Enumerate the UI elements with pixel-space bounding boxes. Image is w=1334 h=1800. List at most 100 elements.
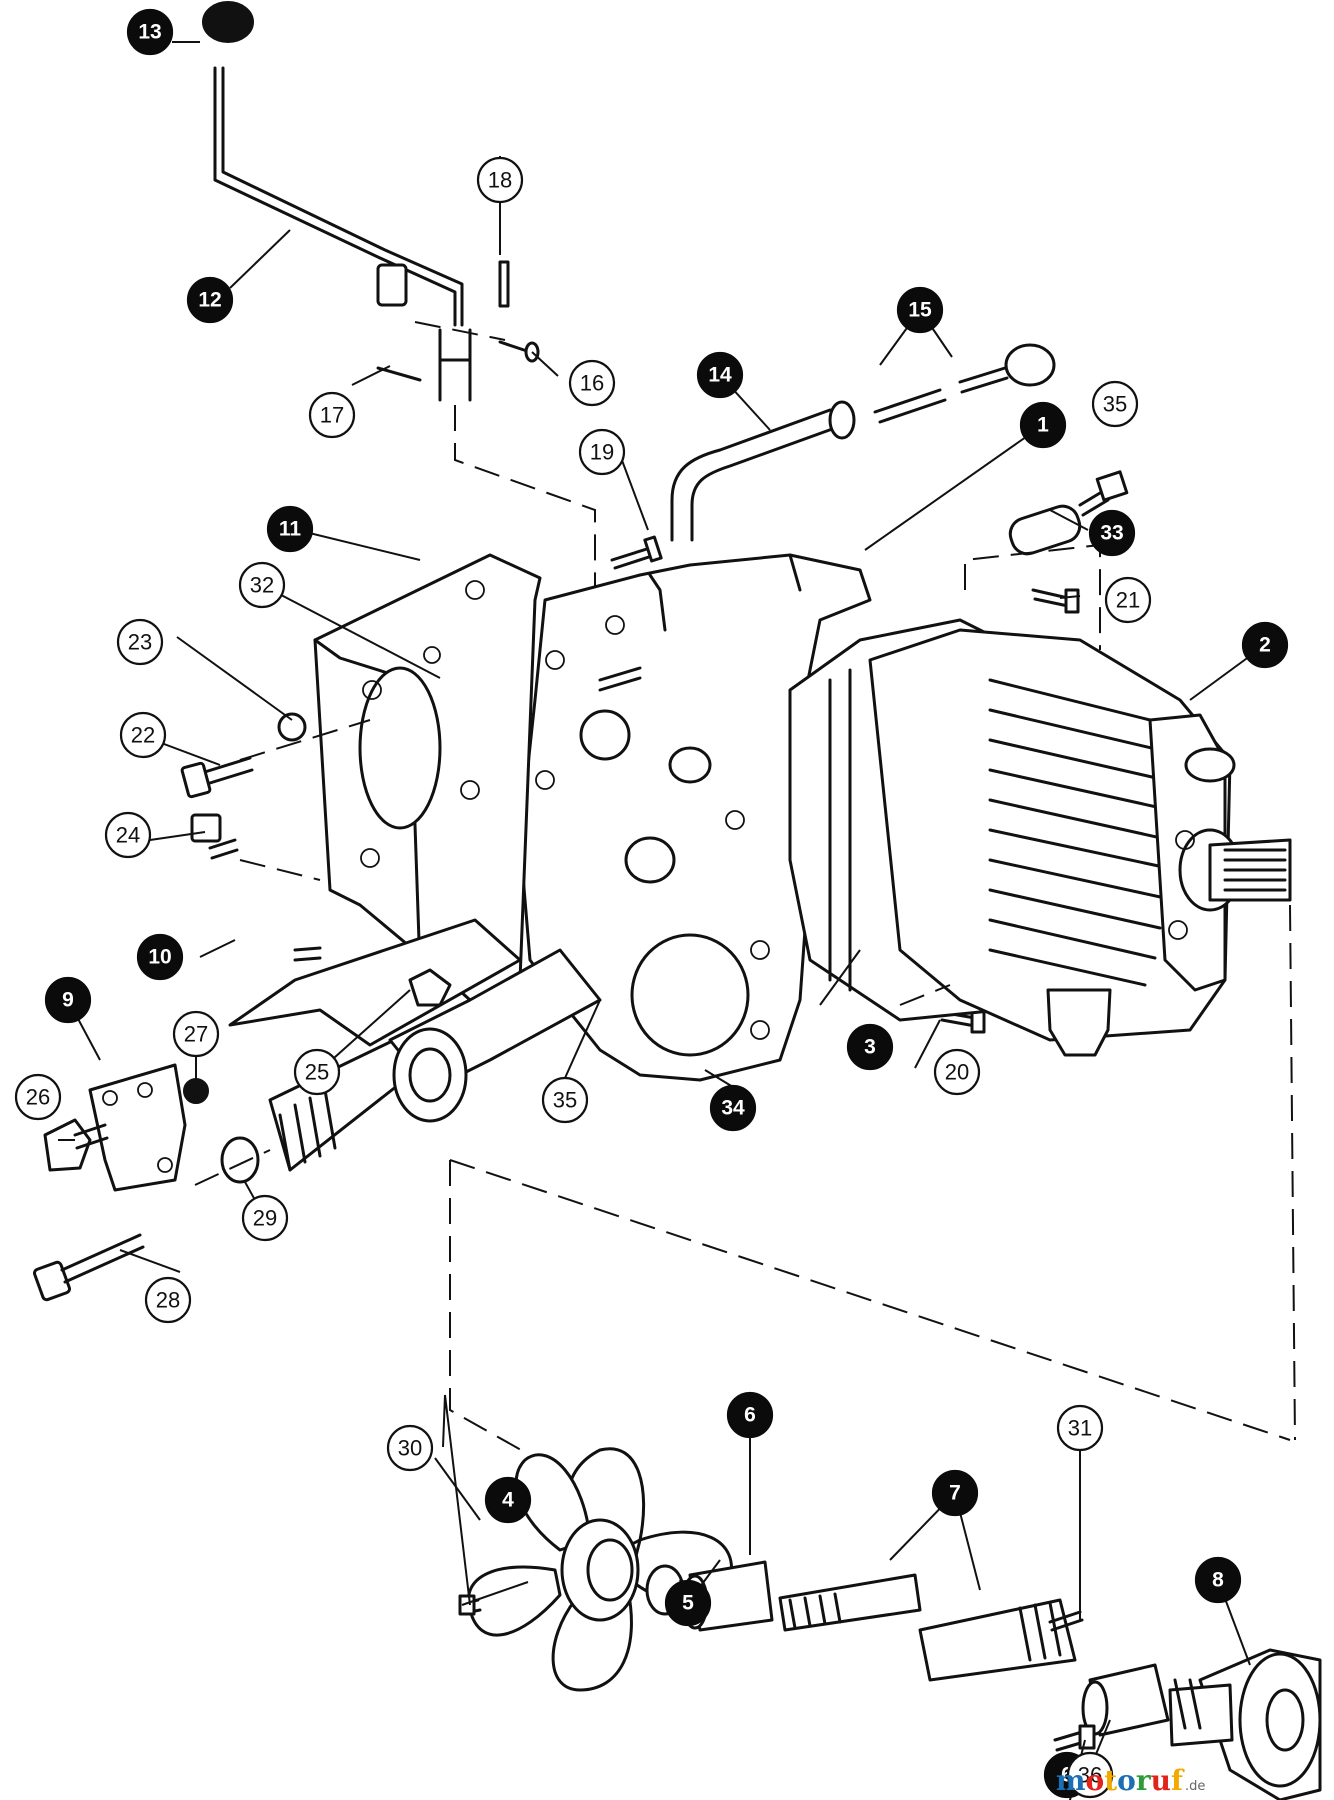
callout-label: 9	[62, 989, 74, 1012]
callout-6: 6	[726, 1391, 774, 1439]
callout-36: 36	[1066, 1751, 1114, 1799]
callout-label: 21	[1116, 588, 1140, 613]
callout-9: 9	[44, 976, 92, 1024]
hydro-pump-drawing	[788, 543, 1296, 1441]
callout-15: 15	[896, 286, 944, 334]
callout-12: 12	[186, 276, 234, 324]
callout-circle	[172, 1010, 220, 1058]
callout-label: 26	[26, 1085, 50, 1110]
callout-30: 30	[386, 1424, 434, 1472]
callout-8: 8	[1194, 1556, 1242, 1604]
watermark-letter: u	[1151, 1764, 1171, 1797]
callout-circle	[1088, 509, 1136, 557]
watermark-letter: f	[1171, 1764, 1185, 1797]
callout-circle	[104, 811, 152, 859]
callout-circle	[238, 561, 286, 609]
callout-circle	[186, 276, 234, 324]
callout-label: 35	[1103, 392, 1127, 417]
watermark-letter: r	[1136, 1764, 1152, 1797]
callout-label: 6	[744, 1404, 756, 1427]
callout-label: 5	[682, 1592, 694, 1615]
callout-label: 28	[156, 1288, 180, 1313]
dashed-assembly-lines	[449, 1159, 1291, 1456]
clevis-pin-parts	[376, 260, 540, 382]
watermark-letter: o	[1117, 1764, 1136, 1797]
callout-label: 30	[398, 1436, 422, 1461]
callout-31: 31	[1056, 1404, 1104, 1452]
transmission-housing-drawing	[518, 553, 872, 1082]
callout-circle	[931, 1469, 979, 1517]
callout-circle	[1019, 401, 1067, 449]
bracket-bolts-drawing	[180, 712, 452, 1007]
callout-label: 20	[945, 1060, 969, 1085]
callout-circle	[1066, 1751, 1114, 1799]
callout-3: 3	[846, 1023, 894, 1071]
callout-label: 17	[320, 403, 344, 428]
callout-7: 7	[931, 1469, 979, 1517]
callout-33: 33	[1088, 509, 1136, 557]
callout-label: 22	[131, 723, 155, 748]
callout-circle	[568, 359, 616, 407]
callout-35: 35	[541, 1076, 589, 1124]
callout-circle	[116, 618, 164, 666]
callout-circle	[1091, 380, 1139, 428]
callout-label: 33	[1100, 522, 1123, 545]
callout-circle	[696, 351, 744, 399]
callout-label: 10	[148, 946, 171, 969]
callout-circle	[119, 711, 167, 759]
callout-label: 7	[949, 1482, 961, 1505]
callout-circle	[386, 1424, 434, 1472]
callout-circle	[1104, 576, 1152, 624]
callout-label: 1	[1037, 414, 1049, 437]
callout-circle	[846, 1023, 894, 1071]
callout-25: 25	[293, 1048, 341, 1096]
callout-5: 5	[664, 1579, 712, 1627]
watermark-letter: m	[1056, 1764, 1086, 1797]
callout-label: 32	[250, 573, 274, 598]
callout-label: 12	[198, 289, 221, 312]
callout-label: 15	[908, 299, 932, 322]
screw-and-spacer-parts	[610, 470, 1129, 1034]
callout-label: 27	[184, 1022, 208, 1047]
callout-16: 16	[568, 359, 616, 407]
filler-tube-drawing	[670, 343, 1056, 542]
callout-label: 4	[502, 1489, 514, 1512]
callout-circle	[476, 156, 524, 204]
callout-18: 18	[476, 156, 524, 204]
motoruf-watermark-logo: motoruf .de	[1056, 1764, 1206, 1797]
callout-circle	[484, 1476, 532, 1524]
callout-14: 14	[696, 351, 744, 399]
callout-circle	[241, 1194, 289, 1242]
callout-label: 34	[721, 1097, 745, 1120]
callout-circle	[933, 1048, 981, 1096]
callout-label: 36	[1078, 1763, 1102, 1788]
callout-circle	[578, 428, 626, 476]
mounting-bracket-drawing	[228, 553, 542, 1047]
callout-circle	[266, 505, 314, 553]
shift-lever-drawing	[202, 1, 596, 600]
watermark-letter: o	[1086, 1764, 1105, 1797]
callout-35: 35	[1091, 380, 1139, 428]
callout-22: 22	[119, 711, 167, 759]
shafts-and-couplers-drawing	[645, 1560, 1322, 1800]
callout-17: 17	[308, 391, 356, 439]
callout-label: 13	[138, 21, 161, 44]
callout-23: 23	[116, 618, 164, 666]
callout-label: 23	[128, 630, 152, 655]
svg-text:motoruf: motoruf	[1056, 1764, 1185, 1797]
bearing-retainer-drawing	[32, 1063, 271, 1302]
callout-label: 11	[279, 518, 302, 541]
callout-4: 4	[484, 1476, 532, 1524]
callout-2: 2	[1241, 621, 1289, 669]
callout-bubbles: 1234566789101112131415161718192021222324…	[14, 8, 1289, 1799]
callout-circle	[726, 1391, 774, 1439]
callout-label: 19	[590, 440, 614, 465]
callout-11: 11	[266, 505, 314, 553]
callout-label: 2	[1259, 634, 1271, 657]
callout-label: 18	[488, 168, 512, 193]
callout-27: 27	[172, 1010, 220, 1058]
callout-label: 16	[580, 371, 604, 396]
callout-label: 3	[864, 1036, 876, 1059]
callout-circle	[293, 1048, 341, 1096]
axle-drawing	[268, 948, 602, 1172]
